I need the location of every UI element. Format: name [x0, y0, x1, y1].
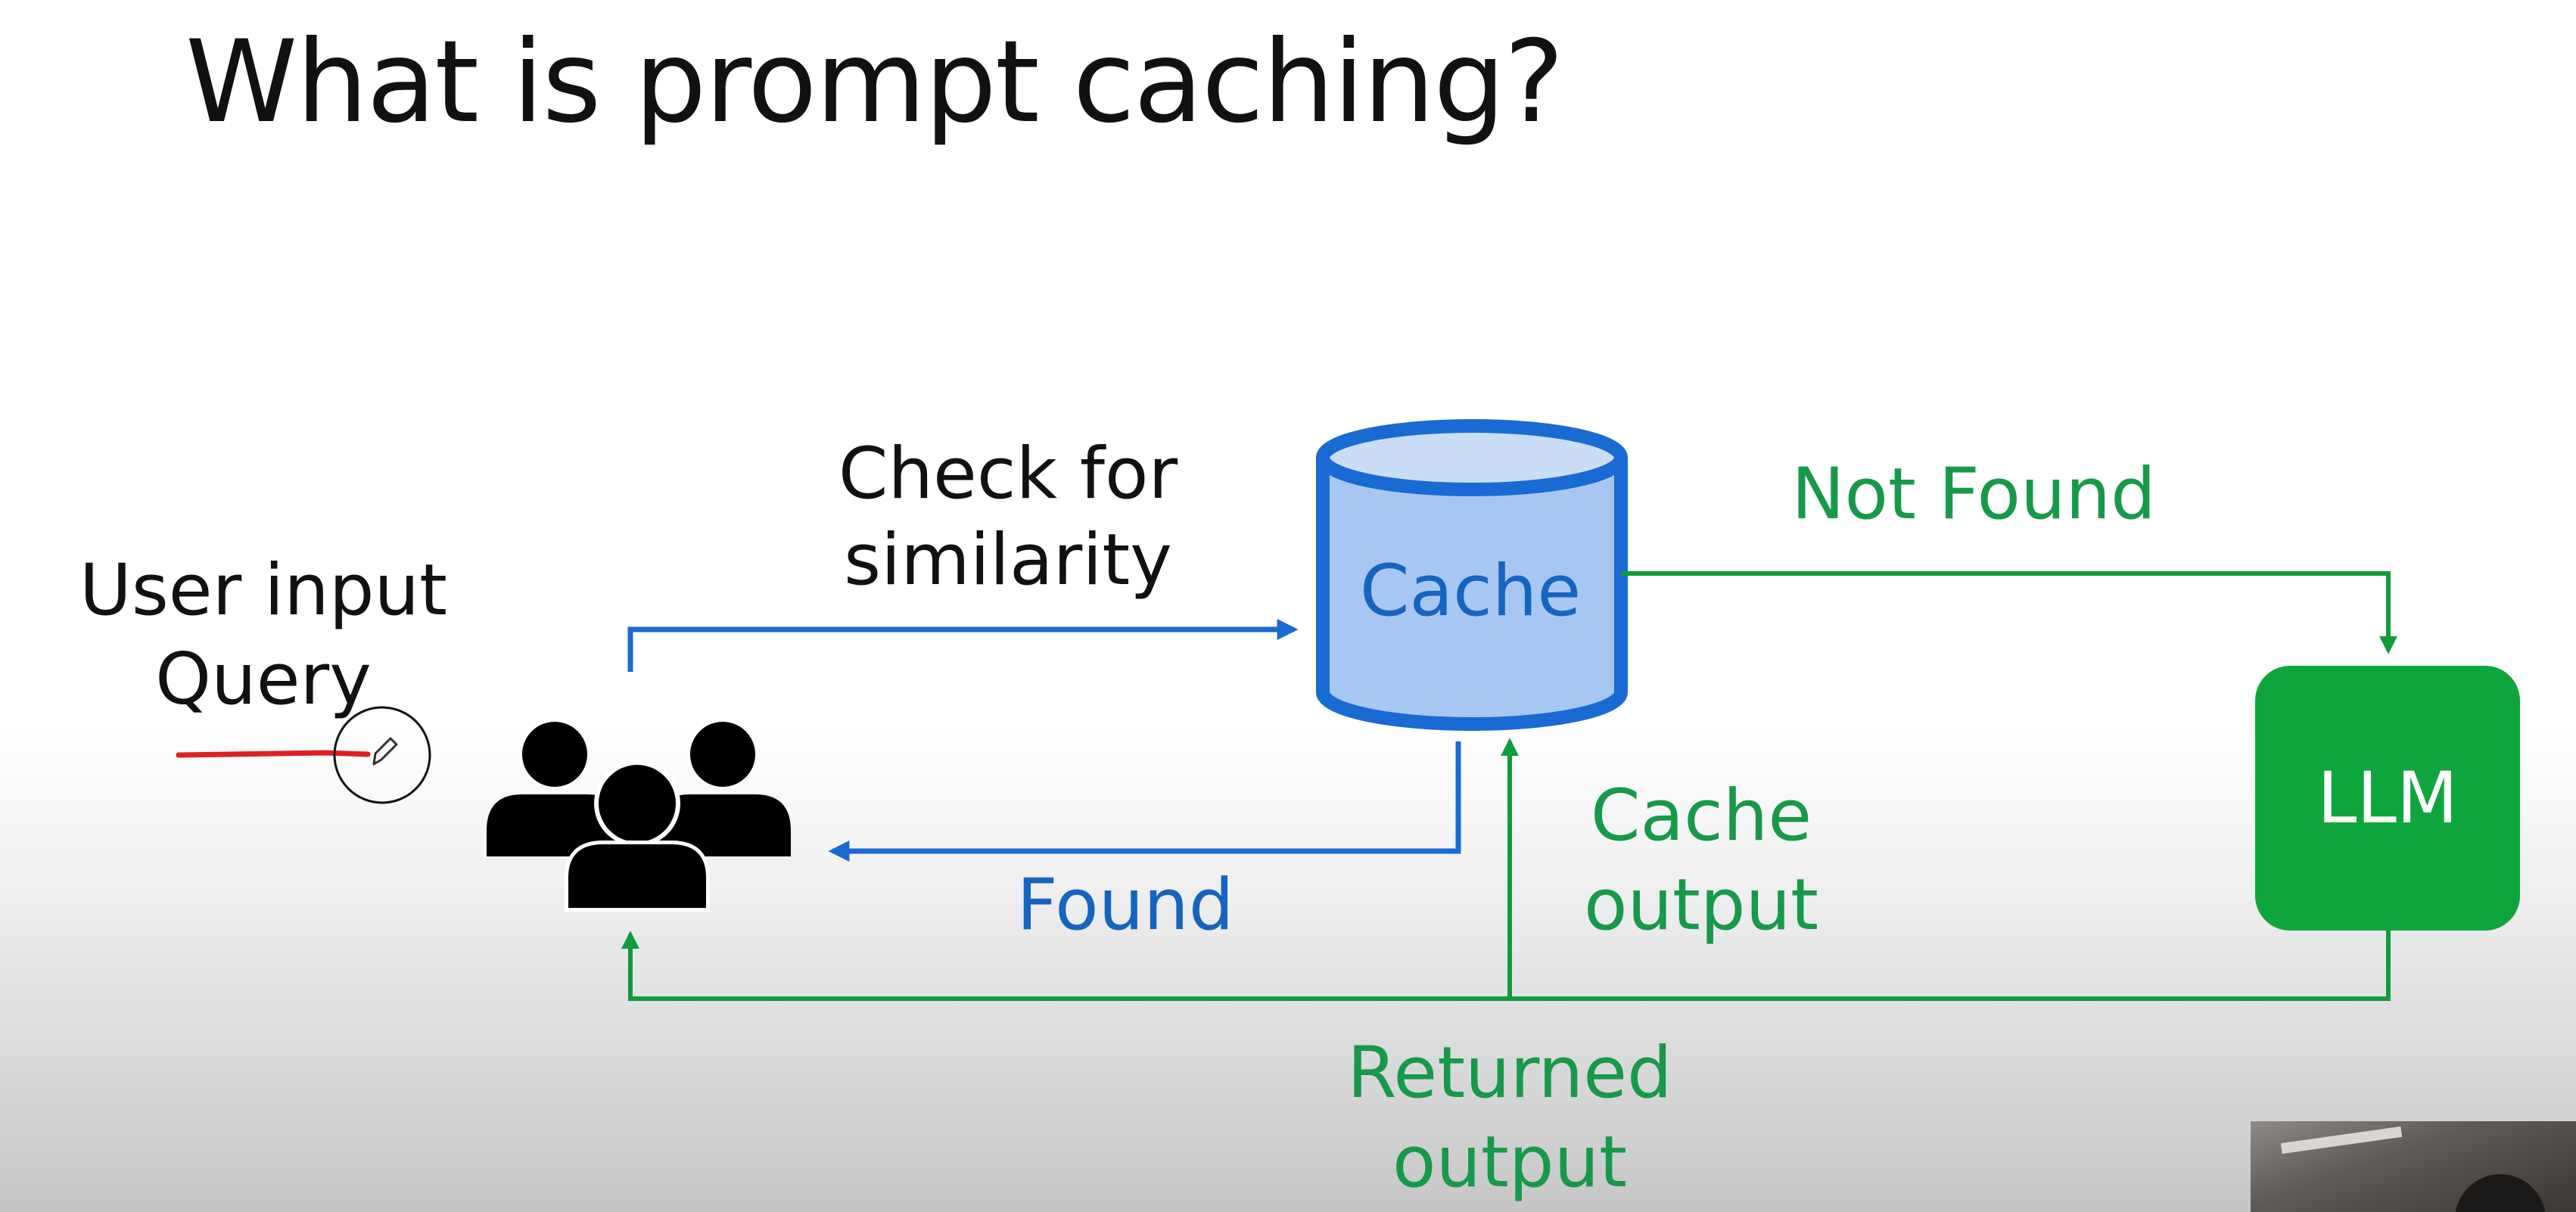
output-label: output [1392, 1121, 1627, 1204]
pencil-cursor-icon [333, 706, 431, 804]
cache-output-label-line1: Cache [1591, 775, 1812, 857]
red-annotation-stroke [176, 750, 371, 758]
query-label: Query [155, 639, 372, 721]
presenter-webcam-thumbnail [2251, 1121, 2576, 1212]
webcam-background-detail [2280, 1126, 2403, 1155]
not-found-arrow [1621, 571, 2397, 654]
similarity-label: similarity [844, 519, 1172, 601]
cache-label: Cache [1360, 550, 1581, 632]
found-label: Found [1016, 864, 1234, 946]
llm-label: LLM [2317, 757, 2458, 840]
not-found-label: Not Found [1791, 453, 2156, 536]
returned-label: Returned [1347, 1032, 1672, 1114]
group-of-users-icon [487, 722, 791, 912]
found-arrow [828, 741, 1461, 862]
check-for-label: Check for [838, 433, 1178, 515]
cache-output-label-line2: output [1584, 864, 1818, 946]
llm-box [2255, 666, 2520, 931]
cache-database [1316, 419, 1628, 731]
user-input-label: User input [79, 549, 447, 632]
slide-title: What is prompt caching? [185, 17, 1564, 148]
presenter-silhouette [2455, 1174, 2546, 1212]
check-similarity-arrow [627, 619, 1299, 672]
